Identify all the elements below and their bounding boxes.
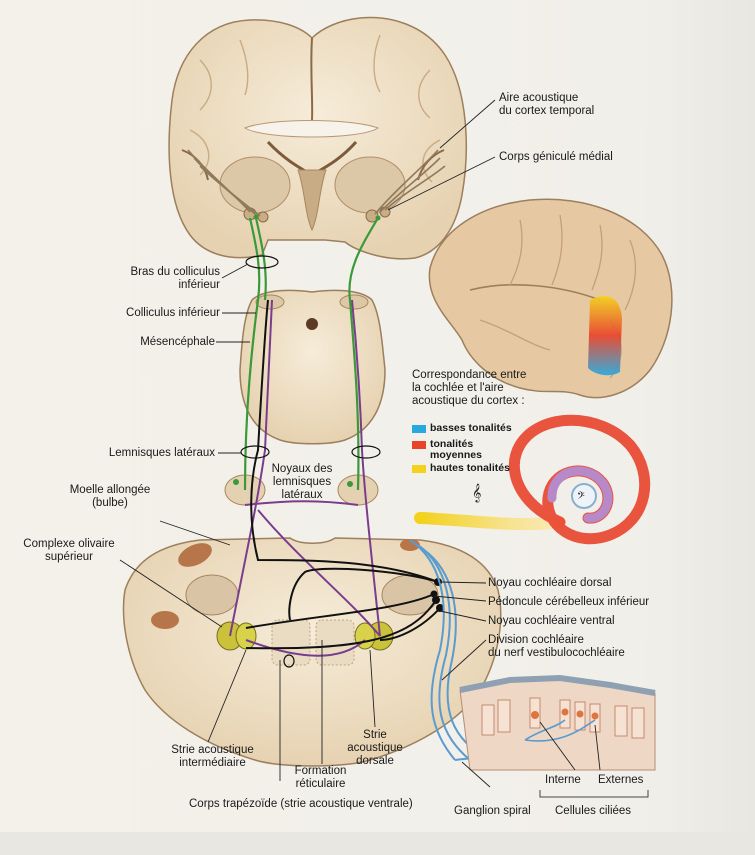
midbrain-section	[240, 290, 385, 443]
svg-text:𝄢: 𝄢	[577, 490, 585, 504]
label-cellules-ciliees: Cellules ciliées	[555, 805, 631, 818]
label-lemnisques-lateraux: Lemnisques latéraux	[95, 447, 215, 460]
label-moelle-allongee: Moelle allongée(bulbe)	[60, 484, 160, 510]
page-footer-strip	[0, 832, 755, 855]
label-mesencephale: Mésencéphale	[120, 336, 215, 349]
lateral-brain-view	[429, 199, 672, 397]
label-pedoncule: Pédoncule cérébelleux inférieur	[488, 596, 649, 609]
label-noyau-ventral: Noyau cochléaire ventral	[488, 615, 615, 628]
label-interne: Interne	[545, 774, 581, 787]
legend-swatch-hautes	[412, 465, 426, 473]
svg-text:𝄞: 𝄞	[472, 483, 481, 503]
legend-label-hautes: hautes tonalités	[430, 463, 510, 474]
label-ganglion-spiral: Ganglion spiral	[454, 805, 531, 818]
label-corps-trapezoide: Corps trapézoïde (strie acoustique ventr…	[189, 798, 413, 811]
label-externes: Externes	[598, 774, 643, 787]
legend-label-basses: basses tonalités	[430, 423, 512, 434]
label-noyau-dorsal: Noyau cochléaire dorsal	[488, 577, 611, 590]
label-corps-genicule: Corps géniculé médial	[499, 151, 613, 164]
legend-swatch-moyennes	[412, 441, 426, 449]
coronal-brain-section	[169, 17, 466, 258]
legend-swatch-basses	[412, 425, 426, 433]
label-colliculus-inferieur: Colliculus inférieur	[95, 307, 220, 320]
